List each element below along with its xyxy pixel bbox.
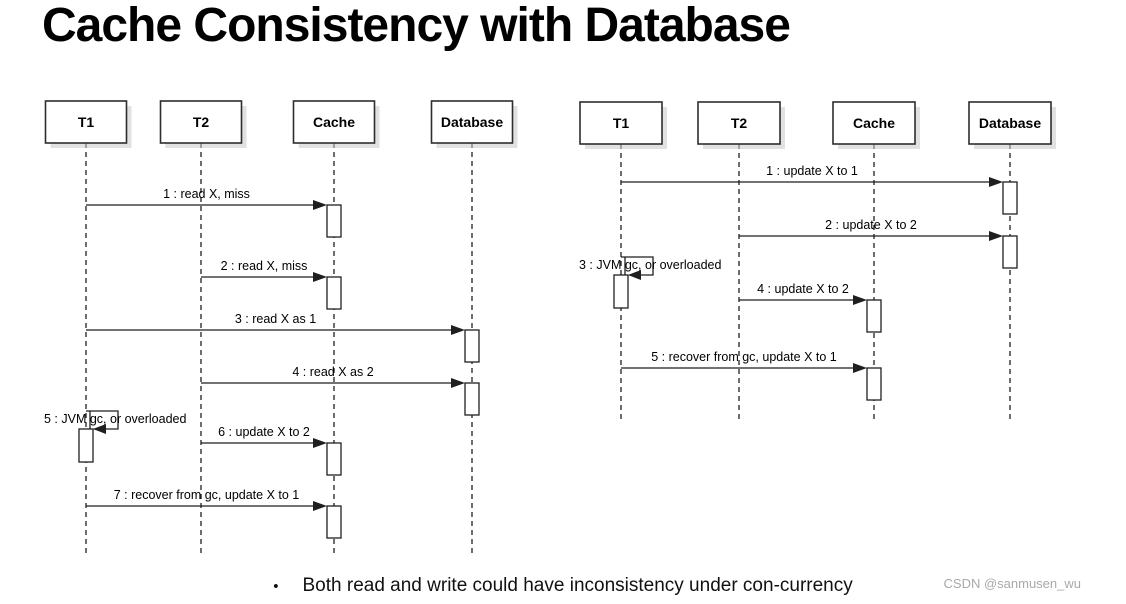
actor-box — [579, 101, 663, 145]
message-4: 4 : read X as 2 — [201, 365, 480, 416]
actor-box — [968, 101, 1052, 145]
message-arrowhead — [451, 378, 465, 388]
message-arrowhead — [853, 295, 867, 305]
actor-box — [832, 101, 916, 145]
actor-box — [697, 101, 781, 145]
message-7: 7 : recover from gc, update X to 1 — [86, 488, 342, 539]
sequence-write-scenario: T1 T2 Cache Database 1 : update X to 1 2 : up… — [579, 101, 1056, 420]
actor-label: T2 — [193, 114, 210, 130]
actor-database: Database — [968, 101, 1056, 149]
message-2: 2 : update X to 2 — [739, 218, 1018, 269]
message-label: 5 : JVM gc, or overloaded — [44, 412, 186, 426]
activation-bar — [613, 274, 629, 309]
message-5: 5 : recover from gc, update X to 1 — [621, 350, 882, 401]
message-arrowhead — [628, 270, 641, 280]
watermark: CSDN @sanmusen_wu — [943, 576, 1081, 591]
message-arrowhead — [853, 363, 867, 373]
actor-label: Cache — [853, 115, 895, 131]
activation-bar — [866, 299, 882, 333]
actor-cache: Cache — [832, 101, 920, 149]
message-label: 5 : recover from gc, update X to 1 — [651, 350, 837, 364]
message-label: 2 : update X to 2 — [825, 218, 917, 232]
actor-t2: T2 — [697, 101, 785, 149]
actor-box — [44, 100, 128, 144]
page-title: Cache Consistency with Database — [42, 0, 791, 52]
actor-box — [292, 100, 376, 144]
actor-t1: T1 — [579, 101, 667, 149]
activation-bar — [1002, 235, 1018, 269]
actor-cache: Cache — [292, 100, 380, 148]
message-arrowhead — [989, 177, 1003, 187]
message-label: 4 : update X to 2 — [757, 282, 849, 296]
footer-note: • Both read and write could have inconsi… — [0, 575, 1126, 597]
activation-bar — [326, 276, 342, 310]
message-arrowhead — [313, 501, 327, 511]
actor-box — [430, 100, 514, 144]
activation-bar — [866, 367, 882, 401]
message-arrowhead — [989, 231, 1003, 241]
actor-label: Cache — [313, 114, 355, 130]
activation-bar — [326, 505, 342, 539]
message-2: 2 : read X, miss — [201, 259, 342, 310]
actor-box — [159, 100, 243, 144]
message-label: 6 : update X to 2 — [218, 425, 310, 439]
actor-label: T2 — [731, 115, 748, 131]
activation-bar — [326, 204, 342, 238]
message-label: 1 : read X, miss — [163, 187, 250, 201]
activation-bar — [78, 428, 94, 463]
actor-t1: T1 — [44, 100, 132, 148]
actor-label: T1 — [78, 114, 95, 130]
message-5: 5 : JVM gc, or overloaded — [44, 410, 186, 463]
message-arrowhead — [313, 438, 327, 448]
actor-label: Database — [441, 114, 503, 130]
actor-label: Database — [979, 115, 1041, 131]
actor-database: Database — [430, 100, 518, 148]
message-6: 6 : update X to 2 — [201, 425, 342, 476]
message-arrowhead — [451, 325, 465, 335]
message-arrowhead — [313, 200, 327, 210]
bullet-marker: • — [273, 578, 279, 595]
message-label: 4 : read X as 2 — [292, 365, 373, 379]
message-3: 3 : JVM gc, or overloaded — [579, 256, 721, 309]
message-label: 7 : recover from gc, update X to 1 — [114, 488, 300, 502]
message-3: 3 : read X as 1 — [86, 312, 480, 363]
message-1: 1 : read X, miss — [86, 187, 342, 238]
footer-note-text: Both read and write could have inconsist… — [302, 575, 853, 596]
actor-label: T1 — [613, 115, 630, 131]
actor-t2: T2 — [159, 100, 247, 148]
activation-bar — [326, 442, 342, 476]
message-label: 1 : update X to 1 — [766, 164, 858, 178]
message-label: 2 : read X, miss — [221, 259, 308, 273]
message-arrowhead — [93, 424, 106, 434]
message-4: 4 : update X to 2 — [739, 282, 882, 333]
message-label: 3 : read X as 1 — [235, 312, 316, 326]
sequence-read-scenario: T1 T2 Cache Database 1 : read X, miss 2 : rea… — [44, 100, 518, 553]
message-arrowhead — [313, 272, 327, 282]
activation-bar — [1002, 181, 1018, 215]
activation-bar — [464, 382, 480, 416]
message-1: 1 : update X to 1 — [621, 164, 1018, 215]
message-label: 3 : JVM gc, or overloaded — [579, 258, 721, 272]
activation-bar — [464, 329, 480, 363]
